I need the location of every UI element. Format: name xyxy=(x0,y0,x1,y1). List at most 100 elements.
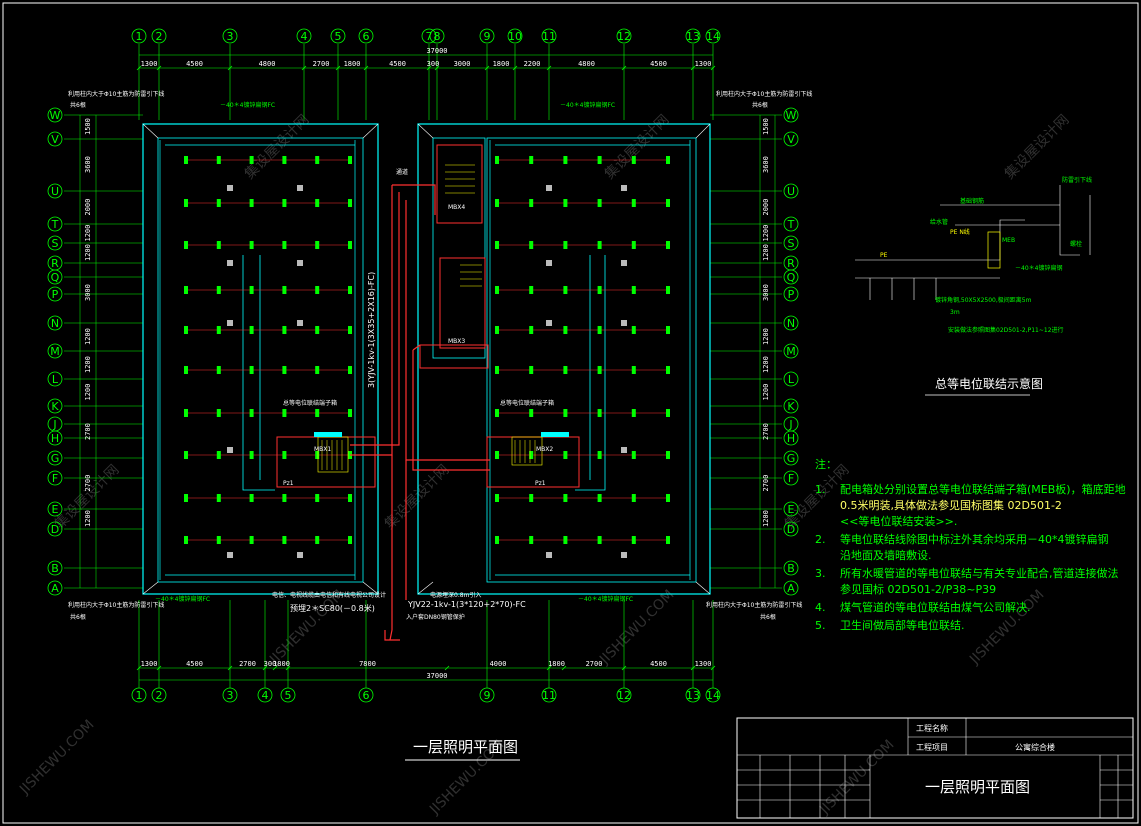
column-marker xyxy=(297,260,303,266)
detail-title: 总等电位联结示意图 xyxy=(935,376,1043,391)
light-fixture xyxy=(666,366,670,374)
bottom-total-dim: 37000 xyxy=(426,672,447,680)
light-fixture xyxy=(282,199,287,207)
bottom-axis-14 xyxy=(705,687,721,703)
light-fixture xyxy=(597,241,602,249)
top-axis-label: 4 xyxy=(301,30,308,43)
top-dim: 2200 xyxy=(524,60,541,68)
light-fixture xyxy=(348,536,352,544)
stair-left xyxy=(276,432,376,488)
detail-pe: PE xyxy=(880,252,888,259)
light-fixture xyxy=(249,326,254,334)
right-row-axis-V xyxy=(783,131,799,147)
right-row-label: F xyxy=(788,472,794,485)
light-fixture xyxy=(529,451,534,459)
light-fixture xyxy=(529,199,534,207)
light-fixture xyxy=(529,326,534,334)
right-row-dim: 1200 xyxy=(762,225,770,242)
cable-depth-label: 电源埋深0.8m引入 xyxy=(430,591,481,599)
left-row-label: Q xyxy=(51,271,60,284)
top-axis-2 xyxy=(151,28,167,44)
light-fixture xyxy=(216,326,221,334)
top-axis-4 xyxy=(296,28,312,44)
right-row-axis-B xyxy=(783,560,799,576)
left-row-dim: 3000 xyxy=(84,284,92,301)
column-marker xyxy=(621,447,627,453)
detail-earth: －40＊4镀锌扁钢 xyxy=(1015,264,1062,272)
left-row-dim: 1200 xyxy=(84,356,92,373)
right-row-label: R xyxy=(787,257,795,270)
box-mbx3: MBX3 xyxy=(448,338,465,345)
left-row-label: K xyxy=(51,400,59,413)
top-dim: 1800 xyxy=(344,60,361,68)
light-fixture xyxy=(529,286,534,294)
left-row-dim: 1200 xyxy=(84,225,92,242)
light-fixture xyxy=(495,409,499,417)
right-row-axis-E xyxy=(783,501,799,517)
bottom-axis-label: 2 xyxy=(156,689,163,702)
bottom-dim: 4500 xyxy=(650,660,667,668)
light-fixture xyxy=(315,366,320,374)
notes-heading: 注： xyxy=(815,457,837,471)
top-axis-label: 3 xyxy=(227,30,234,43)
column-marker xyxy=(621,552,627,558)
light-fixture xyxy=(563,199,568,207)
bottom-axis-9 xyxy=(479,687,495,703)
light-fixture xyxy=(666,326,670,334)
six-note-br: 共6根 xyxy=(760,613,776,621)
project-item-label: 工程项目 xyxy=(916,743,948,752)
bottom-axis-3 xyxy=(222,687,238,703)
left-row-label: D xyxy=(51,523,59,536)
bottom-dim: 4000 xyxy=(490,660,507,668)
six-note-tr: 共6根 xyxy=(752,101,768,109)
light-fixture xyxy=(315,286,320,294)
six-note-tl: 共6根 xyxy=(70,101,86,109)
light-fixture xyxy=(184,156,188,164)
light-fixture xyxy=(348,286,352,294)
left-row-axis-W xyxy=(47,107,63,123)
top-axis-label: 12 xyxy=(617,30,631,43)
left-row-label: U xyxy=(51,185,59,198)
bottom-axis-12 xyxy=(616,687,632,703)
top-axis-label: 6 xyxy=(363,30,370,43)
right-row-label: L xyxy=(788,373,795,386)
detail-foundation: 基础钢筋 xyxy=(960,197,984,205)
light-fixture xyxy=(666,409,670,417)
left-row-dim: 1200 xyxy=(84,384,92,401)
column-marker xyxy=(297,552,303,558)
light-fixture xyxy=(282,366,287,374)
light-fixture xyxy=(495,326,499,334)
light-fixture xyxy=(249,156,254,164)
light-fixture xyxy=(563,409,568,417)
conduit-note: 电信、电视线缆由电信和有线电视公司设计 xyxy=(272,591,386,599)
light-fixture xyxy=(666,536,670,544)
left-row-axis-N xyxy=(47,315,63,331)
right-row-axis-P xyxy=(783,286,799,302)
bottom-dim: 7800 xyxy=(359,660,376,668)
bottom-axis-5 xyxy=(280,687,296,703)
steel-label-tr: －40＊4镀锌扁钢FC xyxy=(560,101,615,109)
light-fixture xyxy=(282,241,287,249)
bottom-axis-11 xyxy=(541,687,557,703)
note-number: 3. xyxy=(815,567,826,580)
column-marker xyxy=(621,185,627,191)
bottom-dim: 4500 xyxy=(186,660,203,668)
light-fixture xyxy=(563,156,568,164)
light-fixture xyxy=(563,494,568,502)
light-fixture xyxy=(315,409,320,417)
annotations: －40＊4镀锌扁钢FC －40＊4镀锌扁钢FC －40＊4镀锌扁钢FC －40＊… xyxy=(68,90,812,621)
bottom-axis-label: 12 xyxy=(617,689,631,702)
box-pz1-left: Pz1 xyxy=(283,480,294,487)
top-dim: 1300 xyxy=(695,60,712,68)
light-fixture xyxy=(631,286,636,294)
note-line: 参见国标 02D501-2/P38~P39 xyxy=(840,582,996,596)
top-axis-label: 1 xyxy=(136,30,143,43)
light-fixture xyxy=(597,366,602,374)
light-fixture xyxy=(563,451,568,459)
building-right xyxy=(417,123,711,595)
left-row-dim: 3600 xyxy=(84,156,92,173)
light-fixture xyxy=(184,241,188,249)
note-number: 1. xyxy=(815,483,826,496)
light-fixture xyxy=(495,286,499,294)
right-row-label: W xyxy=(786,109,797,122)
